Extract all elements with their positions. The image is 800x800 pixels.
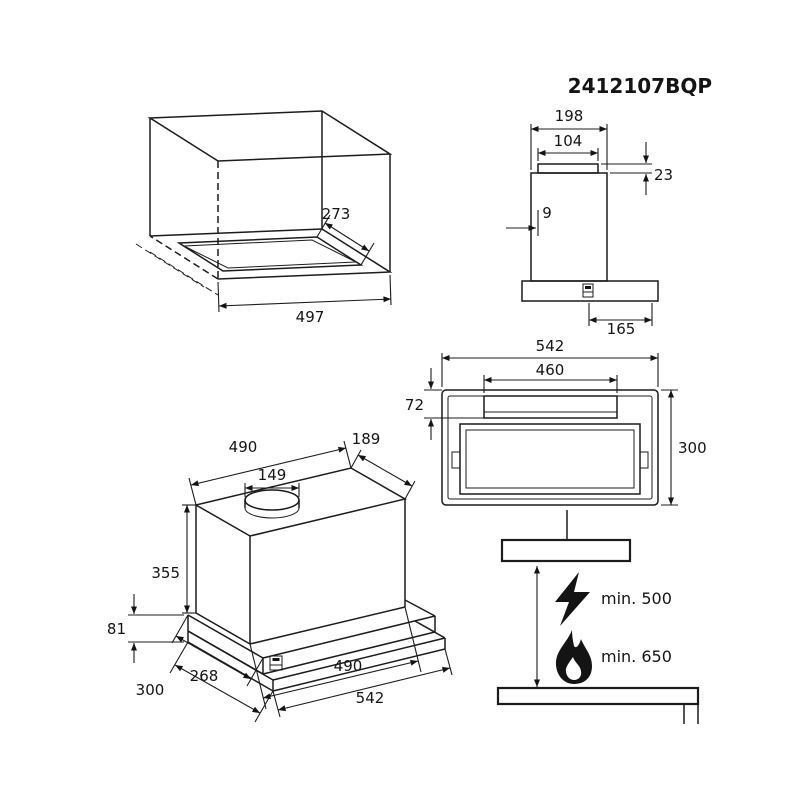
dim-duct-height: 23 <box>601 142 673 195</box>
flame-icon <box>555 630 592 684</box>
dim-label: 542 <box>536 337 565 355</box>
dim-label: 104 <box>554 132 583 150</box>
dim-body-height: 355 <box>151 504 196 614</box>
dim-base-depth: 300 <box>136 641 274 723</box>
hood-top-face <box>193 467 408 537</box>
hood-silhouette <box>500 538 632 563</box>
dim-label: 198 <box>555 107 584 125</box>
dim-label: 72 <box>405 396 424 414</box>
dim-label: 497 <box>296 308 325 326</box>
dim-top-depth: 198 <box>530 107 608 170</box>
cabinet-cutout-view: 273 497 <box>135 110 393 326</box>
dim-total-width: 542 <box>441 337 659 387</box>
dim-label: 490 <box>334 657 363 675</box>
control-switch <box>269 655 283 671</box>
dim-label: 165 <box>607 320 636 338</box>
duct-collar <box>244 489 300 519</box>
dim-label: 189 <box>352 430 381 448</box>
dim-label: 300 <box>678 439 707 457</box>
cabinet-bottom-face <box>149 228 393 280</box>
hood-side-view: 198 104 23 9 165 <box>506 107 673 338</box>
dim-body-width: 490 <box>188 438 352 506</box>
dim-label: 355 <box>151 564 180 582</box>
dim-cutout-depth: 273 <box>316 205 375 266</box>
dim-switch-offset: 165 <box>588 303 653 338</box>
side-tab-right <box>639 451 649 469</box>
dim-filter-width: 460 <box>483 361 618 393</box>
control-switch <box>582 283 594 298</box>
bottom-flange-side <box>521 280 659 302</box>
hood-iso-view: 149 490 189 355 81 <box>107 430 453 723</box>
dim-top-depth: 189 <box>350 430 416 500</box>
dim-filter-depth: 72 <box>405 368 484 440</box>
side-tab-left <box>451 451 461 469</box>
cabinet-top-face <box>147 110 393 162</box>
dim-total-depth: 300 <box>661 389 707 506</box>
dim-label: 81 <box>107 620 126 638</box>
dim-cutout-width: 497 <box>217 274 392 326</box>
dim-duct-offset: 9 <box>506 204 552 236</box>
cooktop-silhouette <box>496 686 700 706</box>
dim-label: 460 <box>536 361 565 379</box>
dim-label: 542 <box>356 689 385 707</box>
dim-total-width: 542 <box>272 648 453 718</box>
lightning-icon <box>555 572 590 626</box>
hood-body-side <box>530 172 608 282</box>
dim-label: 490 <box>229 438 258 456</box>
dim-label: 23 <box>654 166 673 184</box>
dim-label: 273 <box>322 205 351 223</box>
clearance-electric-label: min. 500 <box>601 589 672 608</box>
grease-filter-panel <box>459 423 641 495</box>
dim-label: 300 <box>136 681 165 699</box>
bottom-plate-outline <box>441 389 659 506</box>
dim-duct-depth: 104 <box>537 132 599 161</box>
dim-label: 149 <box>258 466 287 484</box>
model-number: 2412107BQP <box>568 74 712 98</box>
dim-label: 9 <box>542 204 552 222</box>
clearance-gas-label: min. 650 <box>601 647 672 666</box>
filter-strip <box>483 395 618 419</box>
duct-stub <box>537 163 599 174</box>
dim-base-height: 81 <box>107 594 184 663</box>
clearance-view: min. 500 min. 650 <box>496 510 700 724</box>
hood-bottom-view: 542 460 72 300 <box>405 337 707 506</box>
